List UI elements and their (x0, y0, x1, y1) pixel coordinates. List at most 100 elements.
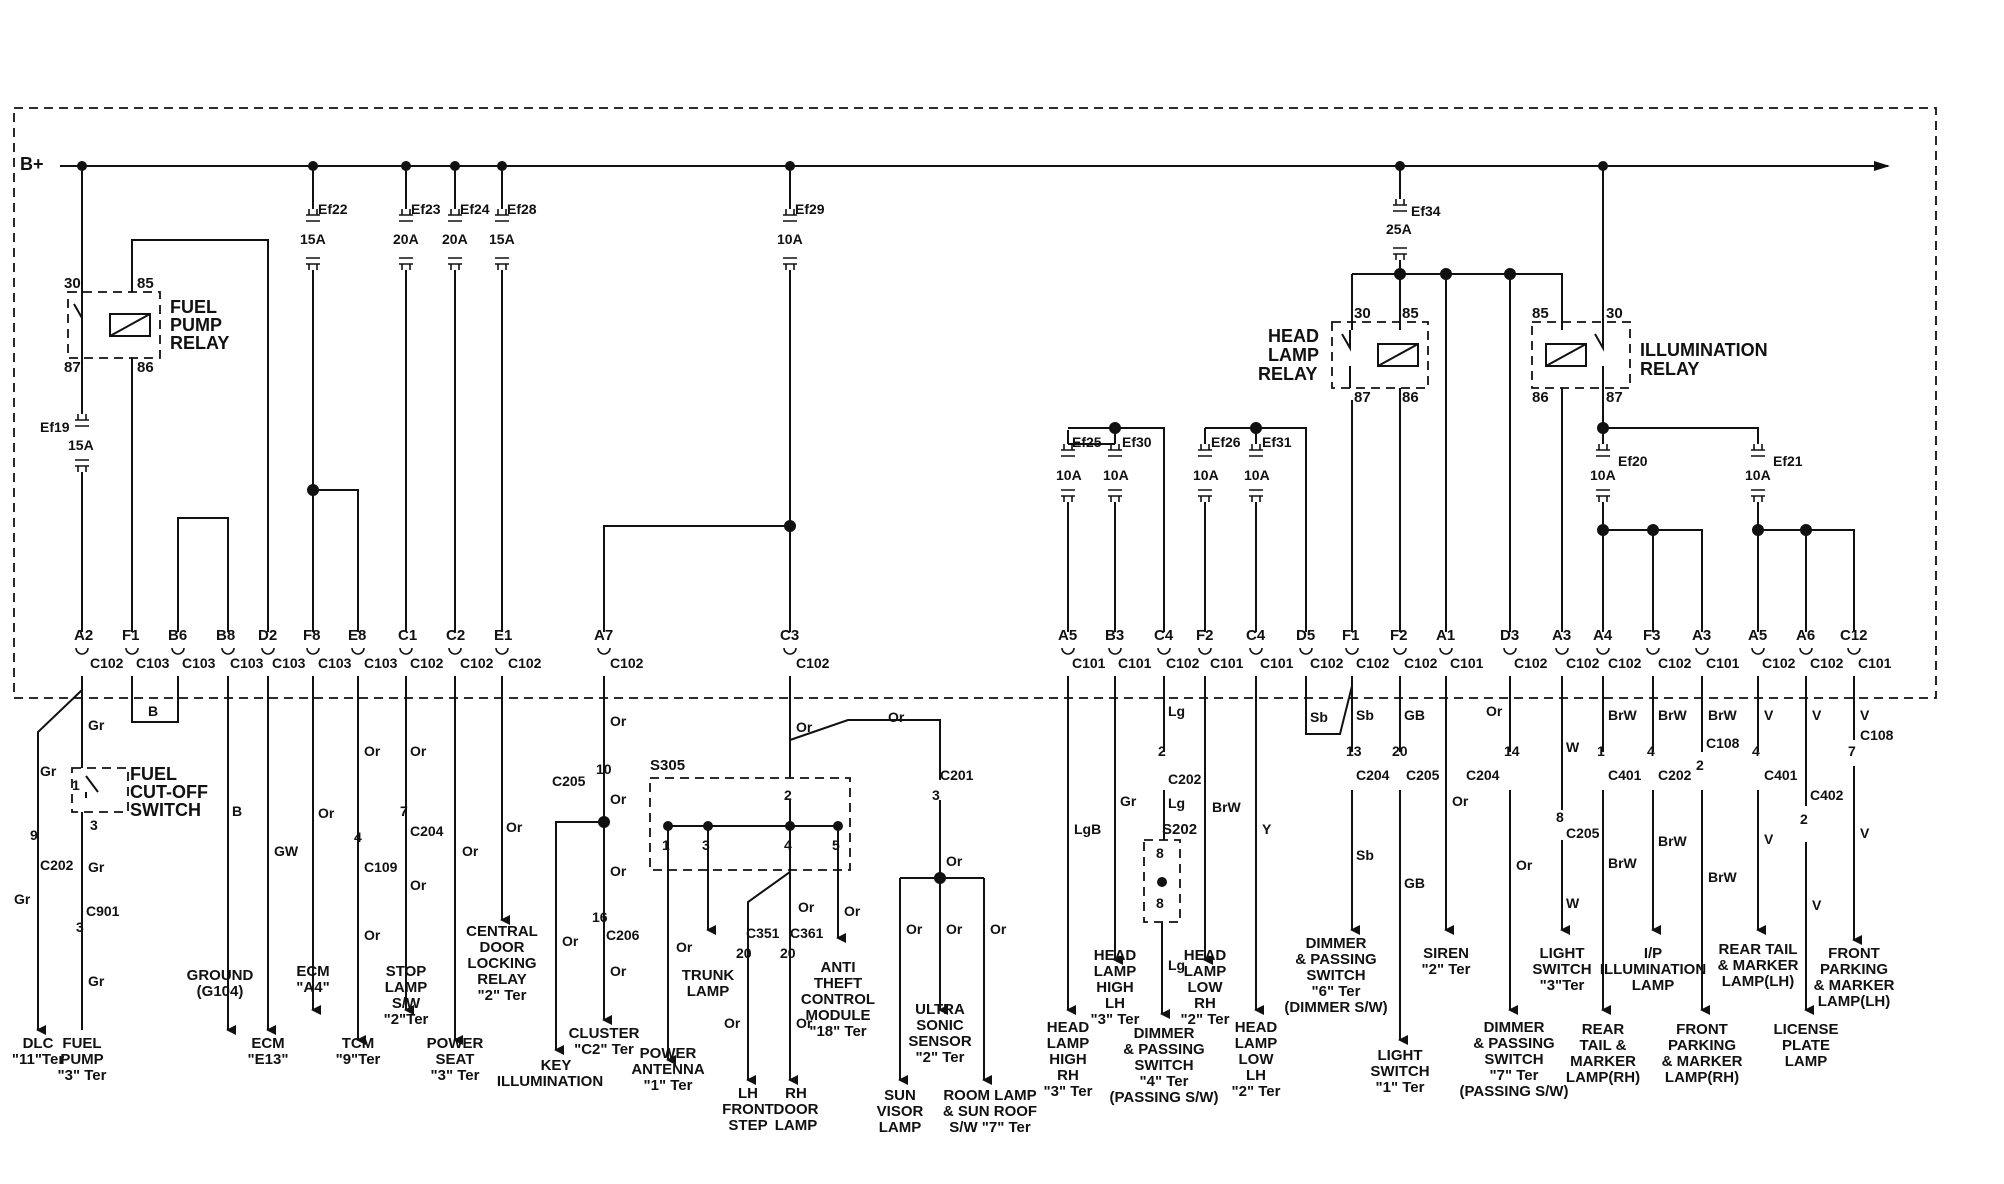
svg-text:1: 1 (662, 837, 670, 853)
svg-text:"2" Ter: "2" Ter (1232, 1083, 1281, 1100)
svg-text:E1: E1 (494, 627, 512, 644)
svg-text:DLC: DLC (23, 1035, 54, 1052)
svg-text:10A: 10A (1193, 467, 1219, 483)
svg-text:POWER: POWER (640, 1045, 697, 1062)
svg-text:B: B (148, 703, 158, 719)
svg-text:"2" Ter: "2" Ter (478, 987, 527, 1004)
svg-text:LH: LH (738, 1085, 758, 1102)
svg-text:B6: B6 (168, 627, 187, 644)
svg-text:Ef24: Ef24 (460, 201, 490, 217)
svg-text:C361: C361 (790, 925, 824, 941)
svg-text:85: 85 (137, 275, 154, 292)
svg-text:B8: B8 (216, 627, 235, 644)
svg-text:LAMP(LH): LAMP(LH) (1722, 973, 1794, 990)
svg-text:C205: C205 (1406, 767, 1440, 783)
fuse-box-boundary (13, 107, 1937, 699)
ecm-e13-label: ECM"E13" (248, 1035, 289, 1068)
svg-text:C102: C102 (90, 655, 124, 671)
svg-text:S202: S202 (1162, 821, 1197, 838)
splice-s305: S305 (649, 757, 851, 871)
svg-text:Ef28: Ef28 (507, 201, 537, 217)
svg-text:F3: F3 (1643, 627, 1661, 644)
svg-text:CUT-OFF: CUT-OFF (130, 782, 208, 802)
svg-text:ANTENNA: ANTENNA (631, 1061, 704, 1078)
svg-text:LAMP(RH): LAMP(RH) (1665, 1069, 1739, 1086)
svg-text:Ef34: Ef34 (1411, 203, 1441, 219)
svg-text:SWITCH: SWITCH (1306, 967, 1365, 984)
svg-text:S305: S305 (650, 757, 685, 774)
svg-text:CONTROL: CONTROL (801, 991, 875, 1008)
wires-right (1066, 166, 1854, 1040)
svg-text:LOW: LOW (1239, 1051, 1275, 1068)
svg-text:Ef21: Ef21 (1773, 453, 1803, 469)
svg-text:C109: C109 (364, 859, 398, 875)
svg-text:9: 9 (30, 827, 38, 843)
svg-text:LAMP: LAMP (775, 1117, 818, 1134)
svg-text:16: 16 (592, 909, 608, 925)
svg-text:FUEL: FUEL (170, 297, 217, 317)
svg-text:"3" Ter: "3" Ter (58, 1067, 107, 1084)
ground-label: GROUND(G104) (187, 967, 254, 1000)
svg-text:C103: C103 (230, 655, 264, 671)
svg-text:C4: C4 (1154, 627, 1174, 644)
svg-text:HEAD: HEAD (1235, 1019, 1278, 1036)
svg-text:"1" Ter: "1" Ter (644, 1077, 693, 1094)
svg-text:Ef22: Ef22 (318, 201, 348, 217)
svg-text:C103: C103 (272, 655, 306, 671)
svg-text:C102: C102 (610, 655, 644, 671)
svg-text:A3: A3 (1692, 627, 1711, 644)
svg-text:D3: D3 (1500, 627, 1519, 644)
svg-text:10A: 10A (1056, 467, 1082, 483)
svg-text:F2: F2 (1390, 627, 1408, 644)
svg-text:86: 86 (1532, 389, 1549, 406)
svg-text:"9"Ter: "9"Ter (336, 1051, 381, 1068)
svg-text:REAR: REAR (1582, 1021, 1625, 1038)
svg-text:B3: B3 (1105, 627, 1124, 644)
svg-text:Or: Or (364, 927, 381, 943)
svg-text:Or: Or (724, 1015, 741, 1031)
svg-text:15A: 15A (489, 231, 515, 247)
svg-text:E8: E8 (348, 627, 366, 644)
svg-text:CLUSTER: CLUSTER (569, 1025, 640, 1042)
svg-text:C103: C103 (182, 655, 216, 671)
svg-text:BrW: BrW (1658, 833, 1688, 849)
svg-text:(PASSING S/W): (PASSING S/W) (1460, 1083, 1569, 1100)
svg-text:RELAY: RELAY (1258, 364, 1317, 384)
svg-text:1: 1 (1597, 743, 1605, 759)
svg-text:BrW: BrW (1608, 855, 1638, 871)
svg-text:"6" Ter: "6" Ter (1312, 983, 1361, 1000)
svg-text:Or: Or (844, 903, 861, 919)
head-lamp-relay: 30 85 87 86 HEAD LAMP RELAY (1258, 305, 1429, 406)
svg-text:C102: C102 (1762, 655, 1796, 671)
svg-text:& MARKER: & MARKER (1718, 957, 1799, 974)
svg-text:86: 86 (1402, 389, 1419, 406)
svg-text:C202: C202 (1658, 767, 1692, 783)
svg-text:SIREN: SIREN (1423, 945, 1469, 962)
fuse-labels: Ef22 15A Ef23 20A Ef24 20A Ef28 15A Ef29… (40, 201, 1803, 483)
svg-text:A4: A4 (1593, 627, 1613, 644)
svg-text:A5: A5 (1058, 627, 1077, 644)
svg-text:Or: Or (562, 933, 579, 949)
svg-text:14: 14 (1504, 743, 1520, 759)
svg-text:15A: 15A (300, 231, 326, 247)
svg-text:"2" Ter: "2" Ter (1422, 961, 1471, 978)
svg-text:GB: GB (1404, 875, 1425, 891)
svg-text:Or: Or (888, 709, 905, 725)
svg-text:V: V (1812, 707, 1822, 723)
svg-text:BrW: BrW (1708, 707, 1738, 723)
svg-text:Or: Or (1516, 857, 1533, 873)
svg-text:87: 87 (1606, 389, 1623, 406)
svg-text:PARKING: PARKING (1668, 1037, 1736, 1054)
svg-text:Ef26: Ef26 (1211, 434, 1241, 450)
svg-text:7: 7 (400, 803, 408, 819)
svg-text:C108: C108 (1706, 735, 1740, 751)
svg-text:MODULE: MODULE (806, 1007, 871, 1024)
svg-text:"2" Ter: "2" Ter (916, 1049, 965, 1066)
